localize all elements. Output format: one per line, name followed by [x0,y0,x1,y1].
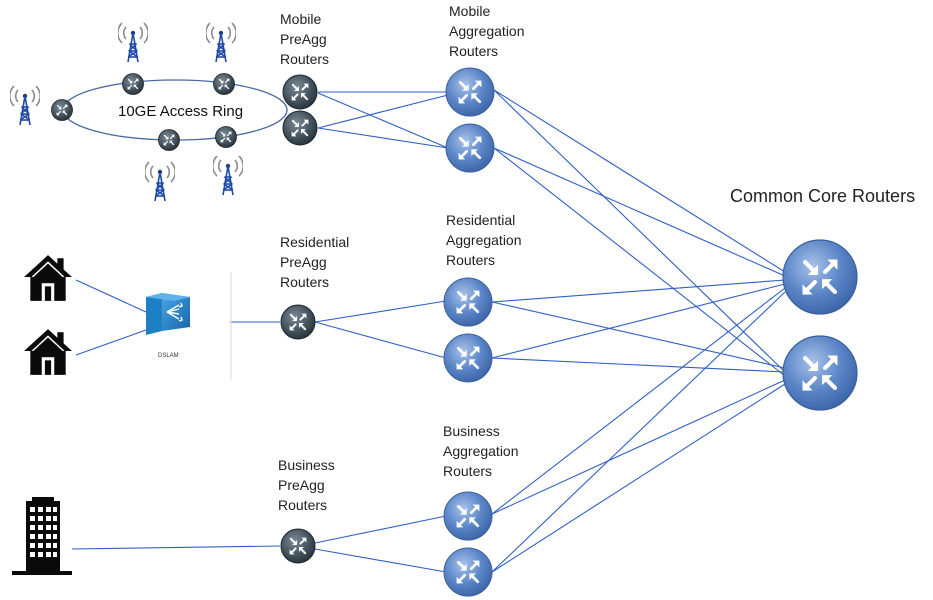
links [71,89,786,573]
residential-preagg-router-icon [280,304,316,340]
business-preagg-label: Business PreAgg Routers [278,457,339,513]
business-aggregation-router-icon [443,547,493,597]
router-icon [215,126,237,148]
mobile-aggregation-router-icon [445,67,495,117]
cell-tower-icon [213,155,243,196]
access-ring-label: 10GE Access Ring [118,103,243,120]
cell-tower-icon [206,22,236,63]
core-label: Common Core Routers [730,186,915,206]
house-icon [24,329,72,375]
router-icon [213,73,235,95]
business-aggregation-label: Business Aggregation Routers [443,423,522,479]
mobile-aggregation-router-icon [445,123,495,173]
core-router-icon [782,335,858,411]
mobile-preagg-router-icon [282,74,318,110]
residential-preagg-label: Residential PreAgg Routers [280,234,353,290]
business-preagg-router-icon [280,528,316,564]
router-icon [51,99,73,121]
house-icon [24,255,72,301]
mobile-aggregation-label: Mobile Aggregation Routers [449,3,528,59]
cell-tower-icon [145,161,175,202]
residential-aggregation-router-icon [443,333,493,383]
mobile-preagg-router-icon [282,110,318,146]
residential-aggregation-label: Residential Aggregation Routers [446,212,525,268]
business-aggregation-router-icon [443,491,493,541]
cell-tower-icon [10,85,40,126]
residential-aggregation-router-icon [443,277,493,327]
cell-tower-icon [118,22,148,63]
router-icon [122,73,144,95]
dslam-icon: DSLAM [146,293,190,359]
mobile-preagg-label: Mobile PreAgg Routers [280,11,331,67]
router-icon [158,129,180,151]
dslam-label: DSLAM [158,353,179,359]
office-building-icon [12,497,72,575]
core-router-icon [782,239,858,315]
